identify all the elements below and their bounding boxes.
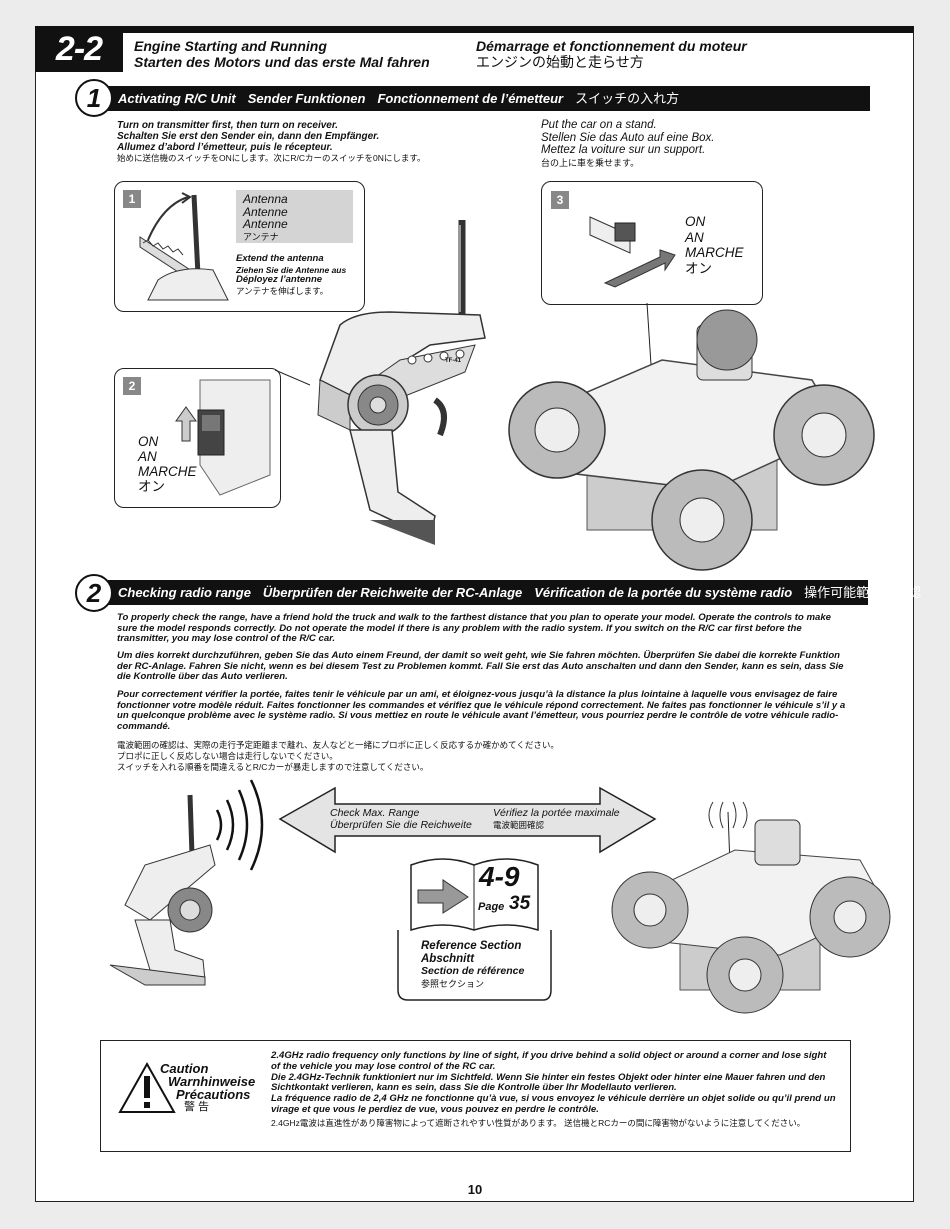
transmitter-brand: TF-41 bbox=[445, 358, 462, 364]
warning-triangle-icon bbox=[118, 1061, 176, 1113]
truck-on-stand-illustration bbox=[508, 302, 875, 571]
section-title-left: Engine Starting and Running Starten des … bbox=[134, 38, 430, 70]
antenna-illustration bbox=[139, 192, 229, 301]
range-para-en: To properly check the range, have a frie… bbox=[117, 612, 831, 644]
box3-on-label: ON AN MARCHE オン bbox=[685, 214, 744, 276]
title-fr: Démarrage et fonctionnement du moteur bbox=[476, 38, 747, 54]
antenna-label: Antenna Antenne Antenne アンテナ bbox=[243, 192, 288, 242]
caution-titles: Caution Warnhinweise Précautions 警 告 bbox=[160, 1061, 256, 1113]
step1-number: 1 bbox=[75, 79, 113, 117]
caution-box bbox=[100, 1040, 851, 1152]
reference-page-number: 35 bbox=[509, 893, 531, 914]
reference-page-word: Page bbox=[478, 901, 505, 913]
antenna-caption: Extend the antenna Ziehen Sie die Antenn… bbox=[236, 253, 347, 296]
section-number-badge: 2-2 bbox=[35, 26, 123, 72]
reference-book-illustration bbox=[397, 858, 552, 1001]
reference-labels: Reference Section Abschnitt Section de r… bbox=[421, 940, 525, 989]
range-para-fr: Pour correctement vérifier la portée, fa… bbox=[117, 689, 846, 732]
antenna-label-box bbox=[236, 190, 353, 243]
car-switch-illustration bbox=[589, 216, 676, 288]
range-para-de: Um dies korrekt durchzuführen, geben Sie… bbox=[117, 650, 844, 682]
step2-number: 2 bbox=[75, 574, 113, 612]
page-number: 10 bbox=[467, 1182, 483, 1197]
range-para-ja: 電波範囲の確認は、実際の走行予定距離まで離れ、友人などと一緒にプロポに正しく反応… bbox=[117, 740, 559, 772]
step1-intro-left: Turn on transmitter first, then turn on … bbox=[117, 120, 426, 163]
title-ja: エンジンの始動と走らせ方 bbox=[476, 54, 644, 70]
box3-number: 3 bbox=[551, 191, 569, 209]
reference-pages: 4-9 bbox=[479, 861, 520, 892]
box2-on-label: ON AN MARCHE オン bbox=[138, 434, 197, 494]
title-en: Engine Starting and Running bbox=[134, 38, 327, 54]
switch-illustration bbox=[175, 379, 271, 496]
step1-intro-right: Put the car on a stand. Stellen Sie das … bbox=[541, 119, 715, 168]
arrow-label-right: Vérifiez la portée maximale 電波範囲確認 bbox=[493, 807, 620, 830]
box3-car-switch bbox=[541, 181, 763, 305]
transmitter-base-brand: HPI RACING bbox=[322, 546, 352, 552]
box2-number: 2 bbox=[123, 377, 141, 395]
section-title-right: Démarrage et fonctionnement du moteur エン… bbox=[476, 38, 747, 70]
title-de: Starten des Motors und das erste Mal fah… bbox=[134, 54, 430, 70]
range-double-arrow bbox=[278, 786, 657, 854]
transmitter-small-illustration bbox=[109, 779, 264, 986]
box1-number: 1 bbox=[123, 190, 141, 208]
transmitter-illustration bbox=[274, 220, 486, 545]
caution-text: 2.4GHz radio frequency only functions by… bbox=[271, 1050, 836, 1128]
truck-range-illustration bbox=[611, 801, 891, 1014]
arrow-label-left: Check Max. Range Überprüfen Sie die Reic… bbox=[330, 807, 472, 831]
